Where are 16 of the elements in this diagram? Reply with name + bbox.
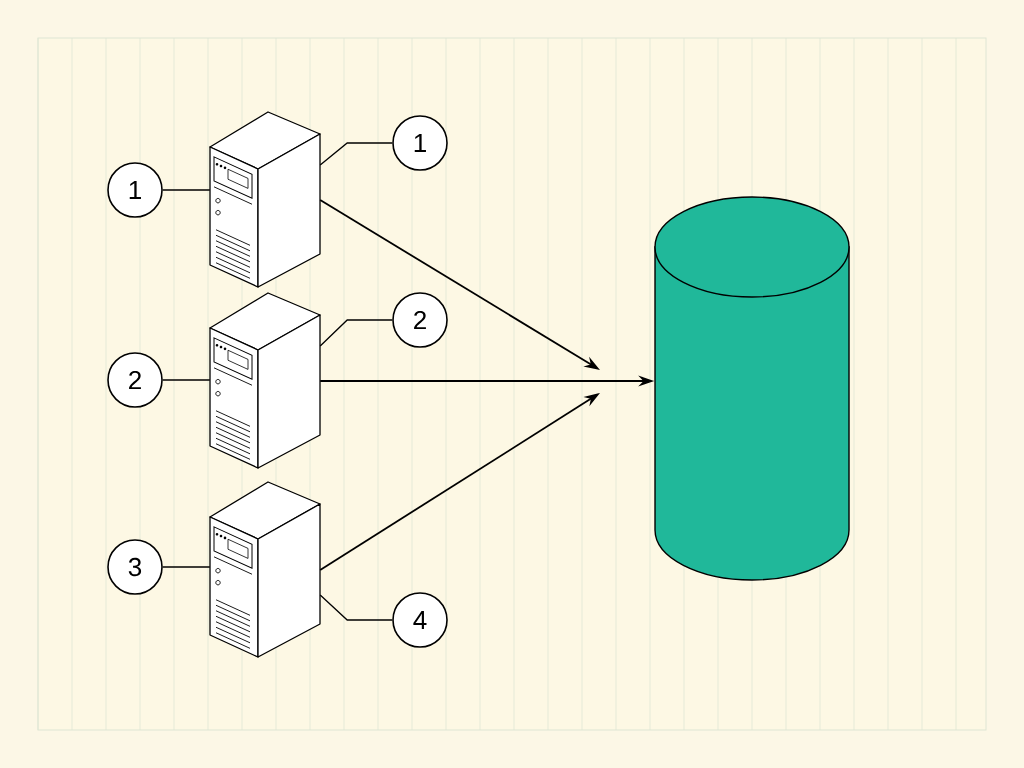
leader-line (319, 142, 393, 166)
callout-number: 1 (107, 162, 163, 218)
leader-line (319, 594, 393, 621)
server-drawing (209, 111, 321, 288)
callout-number: 2 (392, 292, 448, 348)
database-cylinder (654, 196, 850, 581)
server-drawing (209, 292, 321, 469)
callout-number: 4 (392, 592, 448, 648)
server-drawing (209, 481, 321, 658)
callout-number: 2 (107, 352, 163, 408)
leader-line (162, 189, 211, 191)
callout-number: 3 (107, 539, 163, 595)
leader-line (319, 319, 393, 347)
leader-line (162, 379, 211, 381)
callout-number: 1 (392, 115, 448, 171)
leader-line (162, 566, 211, 568)
